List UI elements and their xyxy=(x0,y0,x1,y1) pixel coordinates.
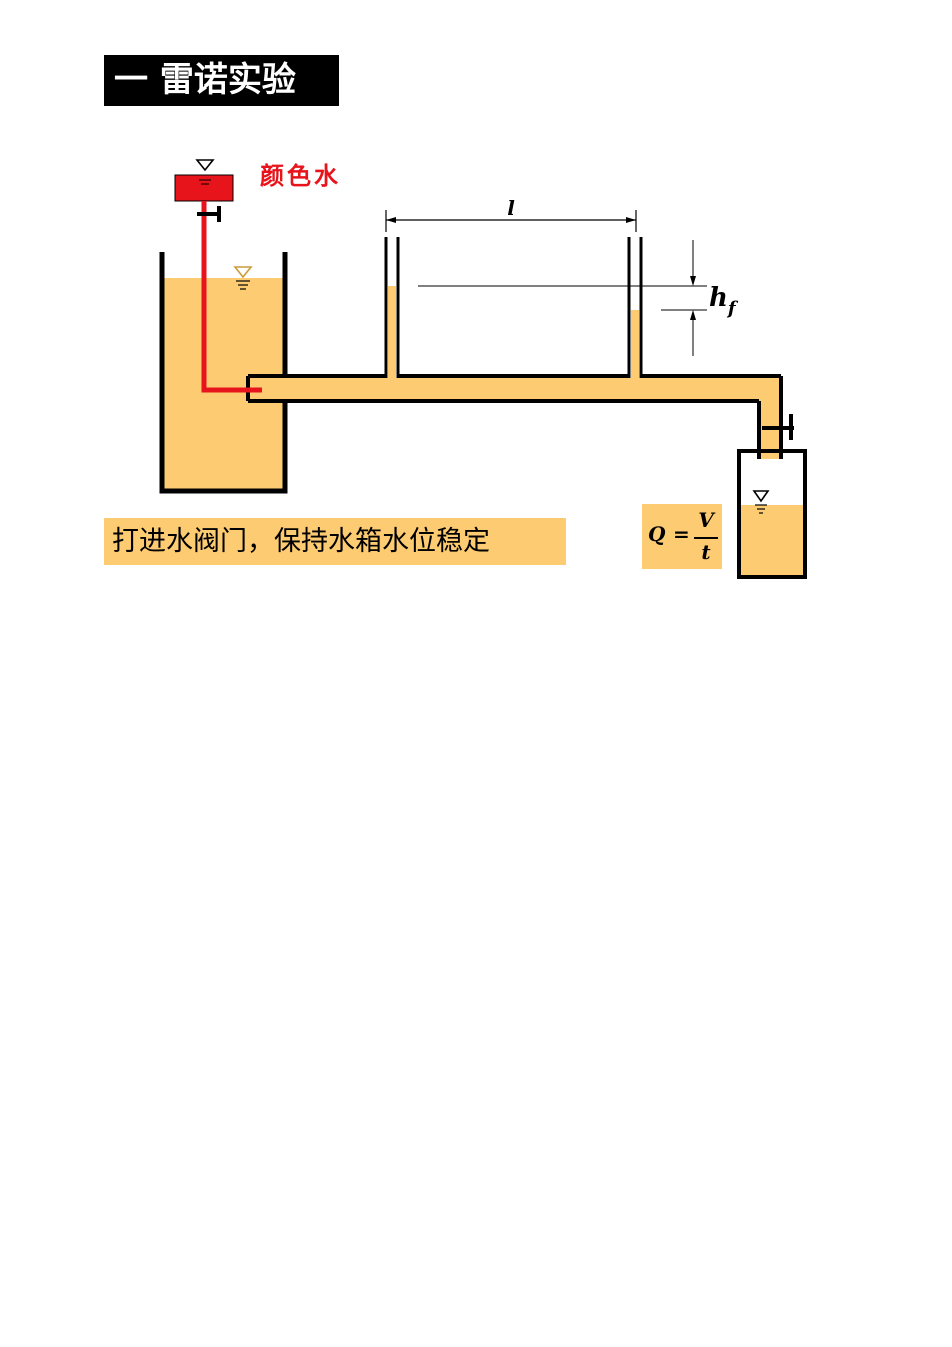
piezometer-2-water xyxy=(631,310,639,378)
test-pipe xyxy=(246,374,783,459)
head-loss-label: hf xyxy=(709,283,739,319)
length-dimension xyxy=(385,210,637,232)
piezometer-1-water xyxy=(388,286,396,378)
formula-numerator: V xyxy=(698,508,714,532)
supply-tank-level-icon xyxy=(233,266,253,290)
outlet-valve-icon xyxy=(762,414,794,440)
piezometer-tube-1 xyxy=(384,237,400,378)
test-pipe-water xyxy=(248,378,780,400)
dye-valve-icon xyxy=(197,206,221,222)
dye-injection-tube xyxy=(201,201,262,393)
supply-tank xyxy=(159,252,288,494)
formula-fraction-bar xyxy=(694,537,718,539)
flow-rate-formula: Q = V t xyxy=(642,504,722,569)
measuring-tank-walls xyxy=(737,449,807,579)
measuring-tank-water xyxy=(739,505,804,576)
head-loss-dimension xyxy=(418,240,707,356)
page-title: 一 雷诺实验 xyxy=(104,55,339,106)
formula-denominator: t xyxy=(701,540,711,564)
dye-reservoir xyxy=(174,159,234,202)
formula-lhs: Q xyxy=(648,522,666,546)
dye-reservoir-body xyxy=(174,174,234,202)
piezometer-tube-2 xyxy=(627,237,643,378)
reynolds-experiment-diagram: l hf 颜色水 xyxy=(159,159,807,579)
dye-label: 颜色水 xyxy=(260,161,341,190)
measuring-tank xyxy=(737,449,807,579)
instruction-caption: 打进水阀门，保持水箱水位稳定 xyxy=(104,518,566,565)
measuring-tank-level-icon xyxy=(752,490,770,514)
length-label: l xyxy=(507,196,515,220)
formula-equals: = xyxy=(673,522,690,546)
supply-tank-walls xyxy=(159,252,288,494)
